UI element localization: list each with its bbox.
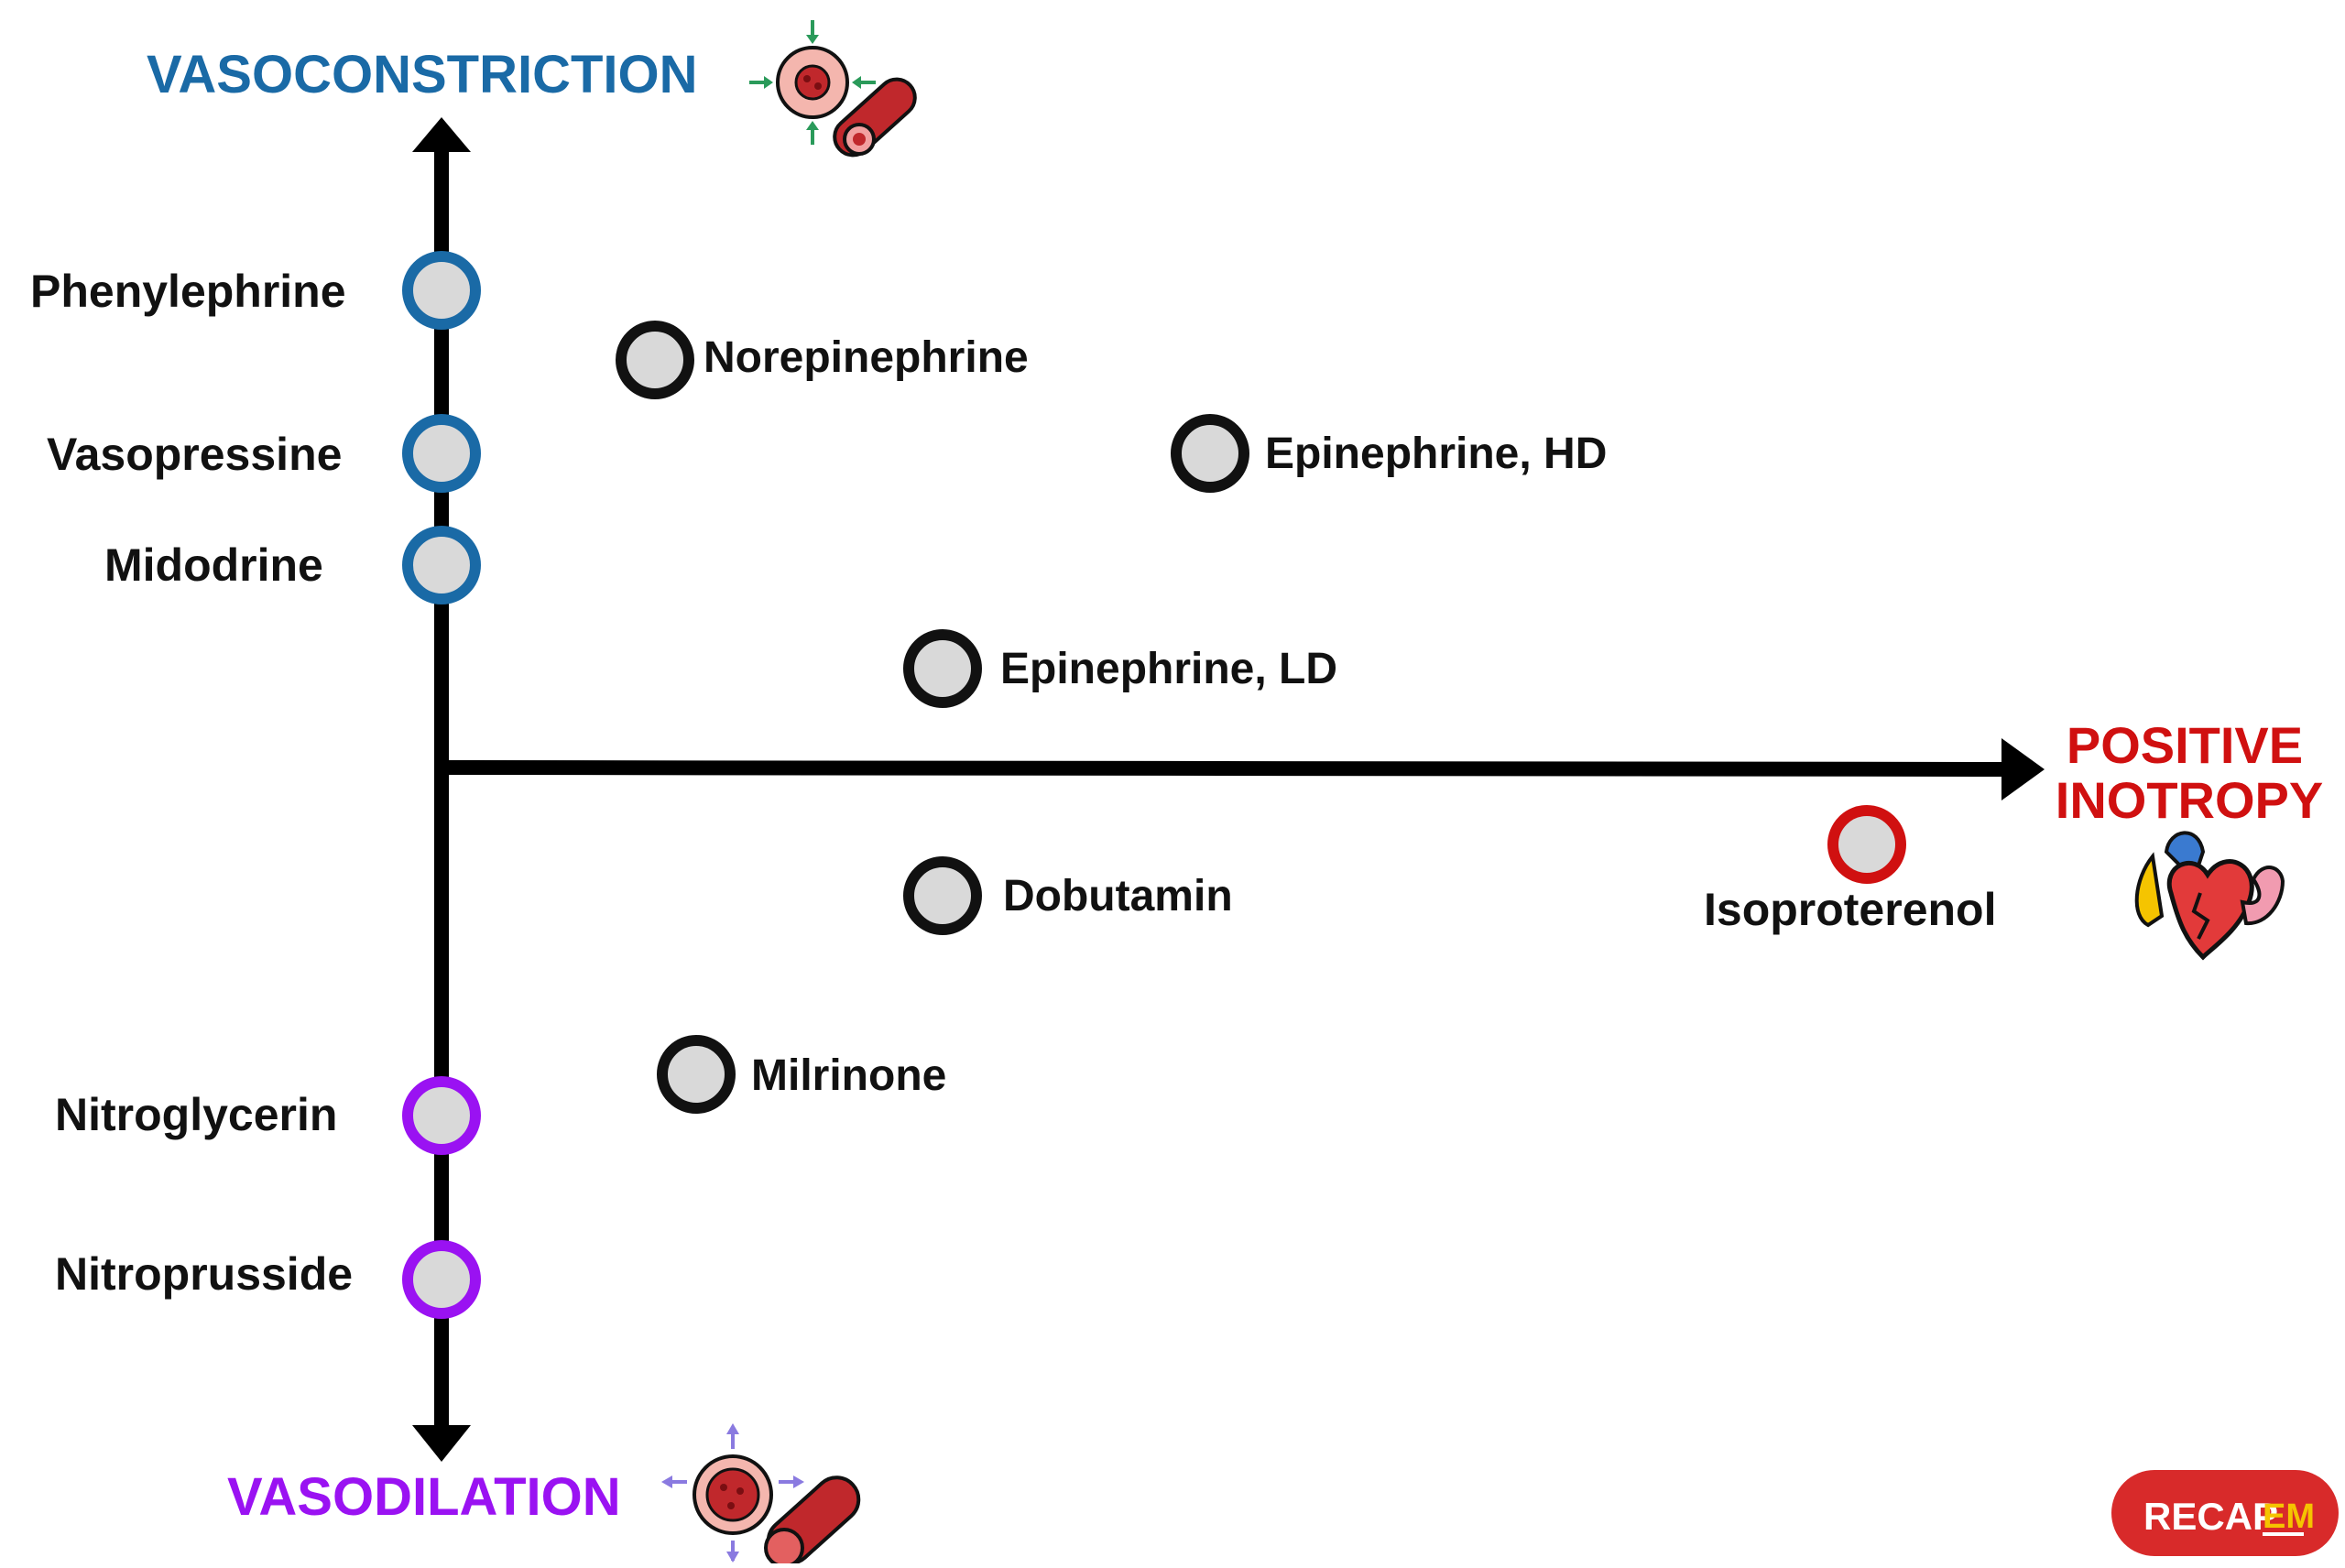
- marker-dobutamin: [903, 856, 982, 935]
- strong-heart-icon: [2134, 831, 2285, 961]
- label-isoproterenol: Isoproterenol: [1704, 884, 1996, 935]
- vertical-axis-arrow-down: [412, 1425, 471, 1462]
- logo-text-recap: RECAP: [2143, 1495, 2278, 1538]
- label-norepinephrine: Norepinephrine: [704, 333, 1029, 382]
- axis-title-vasoconstriction: VASOCONSTRICTION: [147, 45, 698, 104]
- label-epinephrine-ld: Epinephrine, LD: [1000, 645, 1337, 693]
- label-nitroprusside: Nitroprusside: [55, 1248, 353, 1300]
- marker-phenylephrine: [402, 251, 481, 330]
- marker-isoproterenol: [1827, 805, 1906, 884]
- label-epinephrine-hd: Epinephrine, HD: [1265, 430, 1607, 478]
- vertical-axis-arrow-up: [412, 117, 471, 152]
- label-nitroglycerin: Nitroglycerin: [55, 1089, 337, 1140]
- marker-epinephrine-hd: [1171, 414, 1249, 493]
- axis-title-positive: POSITIVE: [2067, 716, 2303, 774]
- marker-norepinephrine: [616, 321, 694, 399]
- marker-epinephrine-ld: [903, 629, 982, 708]
- marker-milrinone: [657, 1035, 736, 1114]
- recap-em-logo: RECAP EM: [2111, 1470, 2339, 1556]
- dilated-vessel-icon: [661, 1423, 861, 1568]
- constricted-vessel-icon: [749, 20, 917, 158]
- label-dobutamin: Dobutamin: [1003, 872, 1233, 920]
- label-phenylephrine: Phenylephrine: [30, 266, 346, 317]
- label-midodrine: Midodrine: [104, 539, 323, 591]
- marker-vasopressine: [402, 414, 481, 493]
- marker-midodrine: [402, 526, 481, 604]
- axis-title-vasodilation: VASODILATION: [227, 1467, 621, 1527]
- axis-title-inotropy: INOTROPY: [2056, 771, 2323, 829]
- label-milrinone: Milrinone: [751, 1051, 946, 1100]
- marker-nitroprusside: [402, 1240, 481, 1319]
- axes: [412, 117, 2045, 1462]
- logo-text-em: EM: [2263, 1497, 2315, 1536]
- horizontal-axis: [441, 760, 2016, 777]
- label-vasopressine: Vasopressine: [47, 429, 342, 480]
- marker-nitroglycerin: [402, 1076, 481, 1155]
- horizontal-axis-arrow-right: [2001, 738, 2045, 800]
